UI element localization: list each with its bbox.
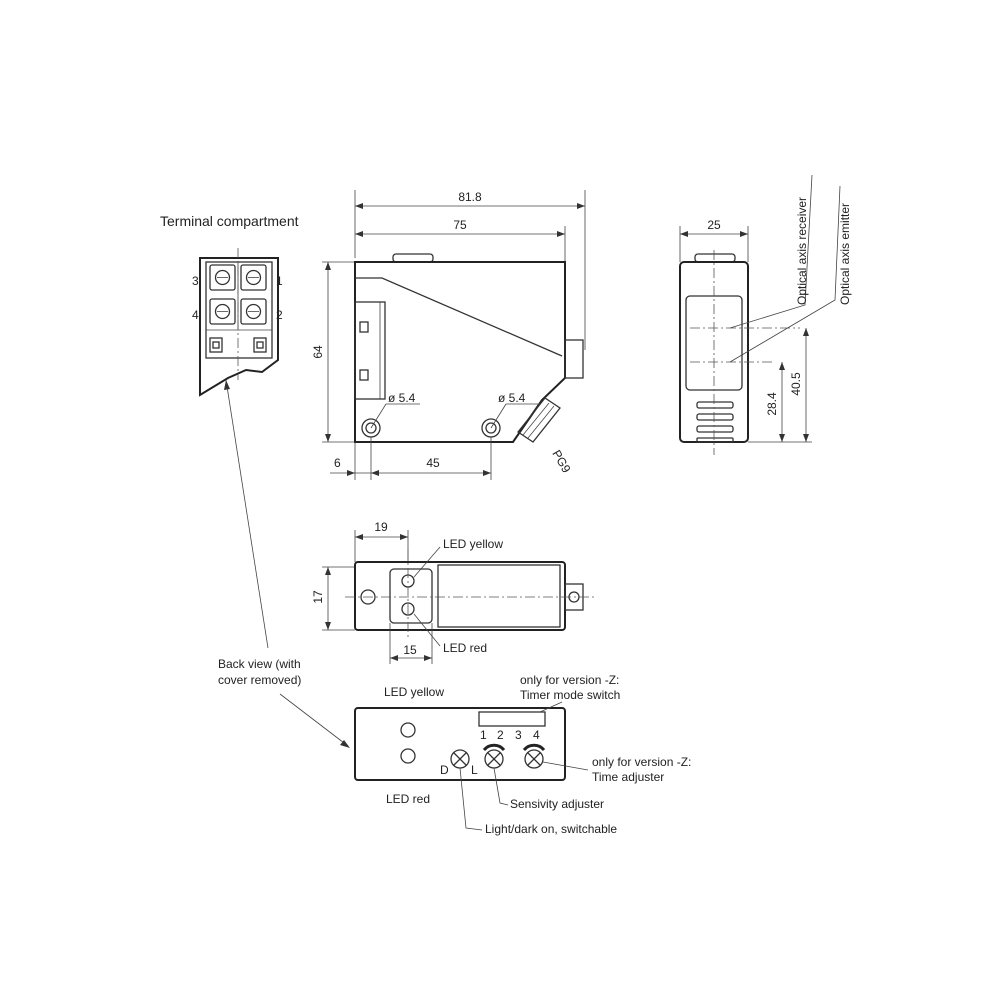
time-adjuster-label-line2: Time adjuster (592, 770, 664, 784)
dim-hole-offset: 6 (334, 456, 341, 470)
dim-hole-spacing: 45 (426, 456, 440, 470)
optical-axis-receiver-label: Optical axis receiver (795, 197, 809, 305)
terminal-compartment-view: Terminal compartment (160, 213, 299, 397)
back-led-red (400, 748, 416, 764)
pg9-cable-gland (517, 397, 561, 443)
top-led-red (401, 602, 415, 616)
leader-sensitivity (493, 767, 509, 806)
time-adjuster (522, 743, 546, 769)
terminal-block (205, 261, 273, 359)
cable-clamp-left (209, 337, 223, 353)
leader-terminal-to-back (225, 379, 269, 649)
timer-mode-switch (478, 711, 546, 727)
top-cover (437, 564, 561, 628)
dim-receiver-axis: 40.5 (789, 372, 803, 396)
dim-top-width: 17 (311, 590, 325, 604)
led-yellow-top-label: LED yellow (443, 537, 503, 551)
leader-emitter-axis (729, 185, 841, 363)
top-view: 19 17 LED yellow LED red 15 (311, 520, 595, 664)
terminal-number: 1 (276, 274, 283, 288)
side-top-ridge (392, 253, 434, 263)
sensitivity-adjuster (482, 743, 506, 769)
cable-clamp-right (253, 337, 267, 353)
dim-height: 64 (311, 345, 325, 359)
side-optics-window (354, 301, 386, 400)
terminal-screw-2 (240, 298, 267, 325)
dim-led-offset: 19 (374, 520, 388, 534)
pg9-label: PG9 (549, 448, 573, 476)
led-yellow-back-label: LED yellow (384, 685, 444, 699)
terminal-number: 4 (192, 308, 199, 322)
timer-mode-label-line2: Timer mode switch (520, 688, 620, 702)
timer-mode-label-line1: only for version -Z: (520, 673, 619, 687)
leader-back-view (279, 693, 349, 747)
leader-receiver-axis (729, 174, 813, 329)
terminal-screw-1 (240, 264, 267, 291)
terminal-housing (199, 257, 279, 397)
dim-body-length: 75 (453, 218, 467, 232)
terminal-screw-4 (209, 298, 236, 325)
switch-position: 1 (480, 728, 487, 742)
terminal-number: 3 (192, 274, 199, 288)
side-housing (354, 261, 566, 443)
dim-emitter-axis: 28.4 (765, 392, 779, 416)
top-housing (354, 561, 566, 631)
dim-hole-left: ø 5.4 (388, 391, 416, 405)
side-connector (564, 339, 584, 379)
dim-led-window: 15 (403, 643, 417, 657)
back-view: Back view (with cover removed) LED yello… (218, 379, 691, 836)
front-view: 25 Optical axis receiver Optical axis em… (679, 174, 852, 455)
back-led-yellow (400, 722, 416, 738)
side-view: 81.8 75 64 PG9 (311, 190, 586, 480)
dim-hole-right: ø 5.4 (498, 391, 526, 405)
terminal-compartment-title: Terminal compartment (160, 213, 299, 229)
terminal-screw-3 (209, 264, 236, 291)
top-led-window (389, 568, 433, 624)
leader-light-dark (459, 767, 483, 831)
switch-position: 2 (497, 728, 504, 742)
light-dark-switch (450, 749, 470, 769)
switch-l-label: L (471, 763, 478, 777)
led-red-top-label: LED red (443, 641, 487, 655)
top-mounting-hole (360, 589, 376, 605)
led-red-back-label: LED red (386, 792, 430, 806)
optical-axis-emitter-label: Optical axis emitter (838, 203, 852, 305)
switch-d-label: D (440, 763, 449, 777)
switch-position: 3 (515, 728, 522, 742)
sensitivity-adjuster-label: Sensivity adjuster (510, 797, 604, 811)
terminal-number: 2 (276, 308, 283, 322)
dim-width: 25 (707, 218, 721, 232)
time-adjuster-label-line1: only for version -Z: (592, 755, 691, 769)
light-dark-label: Light/dark on, switchable (485, 822, 617, 836)
dim-overall-length: 81.8 (458, 190, 482, 204)
back-view-label-line1: Back view (with (218, 657, 301, 671)
switch-position: 4 (533, 728, 540, 742)
back-view-label-line2: cover removed) (218, 673, 301, 687)
